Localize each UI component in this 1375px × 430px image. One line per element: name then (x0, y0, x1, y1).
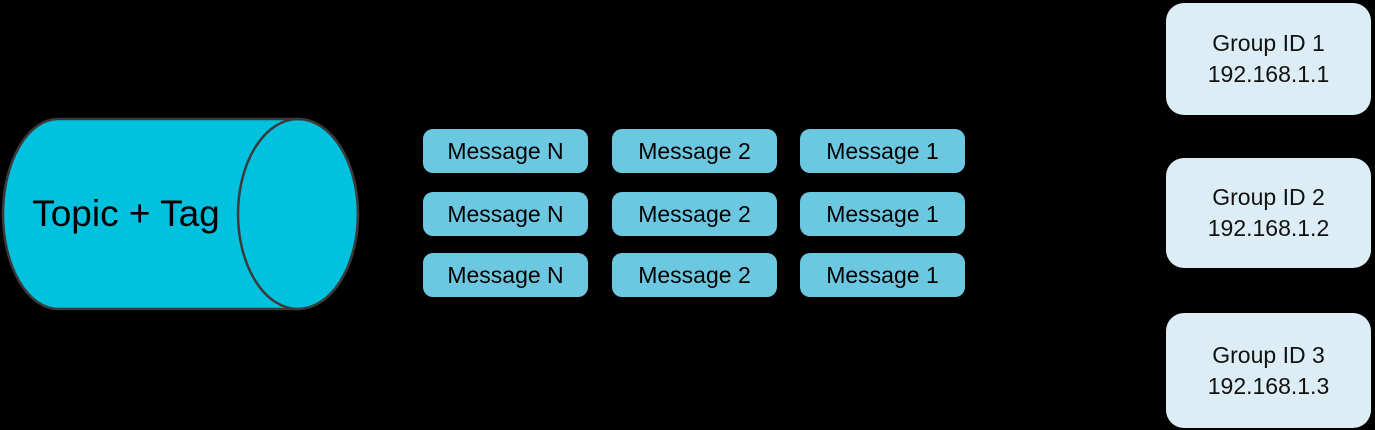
group-ip-label: 192.168.1.1 (1207, 61, 1330, 87)
group-box: Group ID 1 192.168.1.1 (1166, 3, 1371, 115)
cylinder-face-ellipse (236, 117, 360, 311)
topic-cylinder (1, 117, 360, 311)
group-box: Group ID 2 192.168.1.2 (1166, 158, 1371, 268)
message-box: Message 1 (800, 192, 965, 236)
message-box: Message N (423, 129, 588, 173)
message-box: Message N (423, 192, 588, 236)
message-box: Message 2 (612, 253, 777, 297)
group-ip-label: 192.168.1.3 (1207, 372, 1330, 399)
group-id-label: Group ID 1 (1212, 30, 1325, 56)
message-box: Message 2 (612, 192, 777, 236)
message-box: Message 1 (800, 129, 965, 173)
group-id-label: Group ID 2 (1212, 184, 1325, 210)
group-ip-label: 192.168.1.2 (1207, 215, 1330, 241)
group-id-label: Group ID 3 (1212, 341, 1325, 368)
group-box: Group ID 3 192.168.1.3 (1166, 313, 1371, 428)
message-box: Message 1 (800, 253, 965, 297)
message-box: Message N (423, 253, 588, 297)
topic-label: Topic + Tag (32, 193, 220, 234)
message-box: Message 2 (612, 129, 777, 173)
